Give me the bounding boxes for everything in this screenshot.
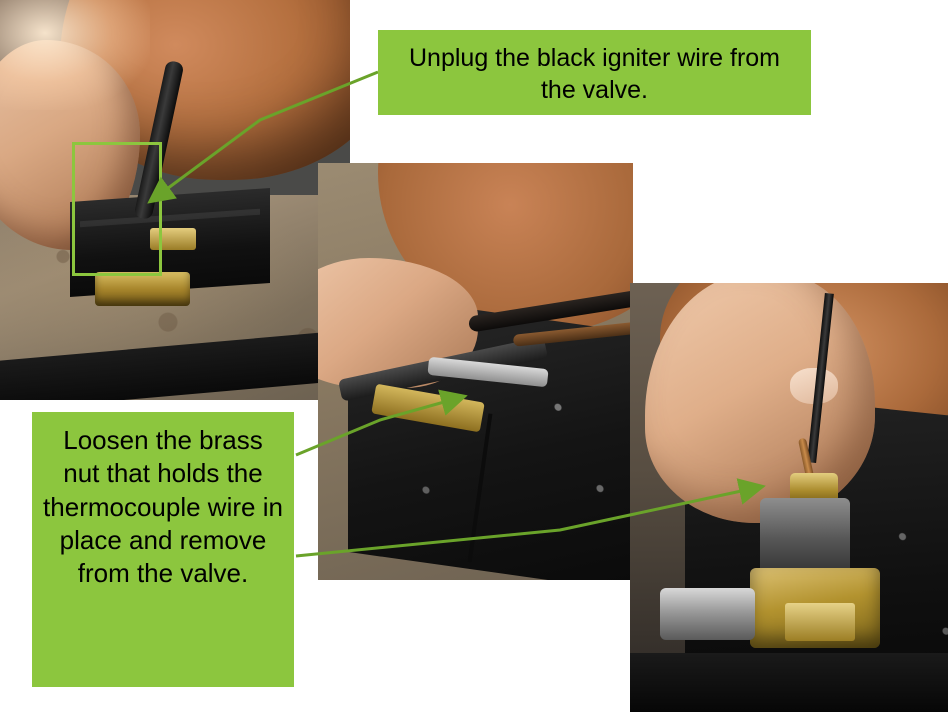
brass-clip — [785, 603, 855, 641]
callout-unplug-igniter: Unplug the black igniter wire from the v… — [378, 30, 811, 115]
lens-glare — [0, 0, 150, 110]
hand — [645, 283, 875, 523]
photo-top-left — [0, 0, 350, 400]
photo-middle — [318, 163, 633, 580]
valve-body-steel — [760, 498, 850, 578]
gas-fitting — [660, 588, 755, 640]
base-plate — [630, 653, 948, 712]
highlight-box-igniter-connection — [72, 142, 162, 276]
brass-valve-body — [95, 272, 190, 306]
callout-loosen-brass-nut: Loosen the brass nut that holds the ther… — [32, 412, 294, 687]
photo-right — [630, 283, 948, 712]
